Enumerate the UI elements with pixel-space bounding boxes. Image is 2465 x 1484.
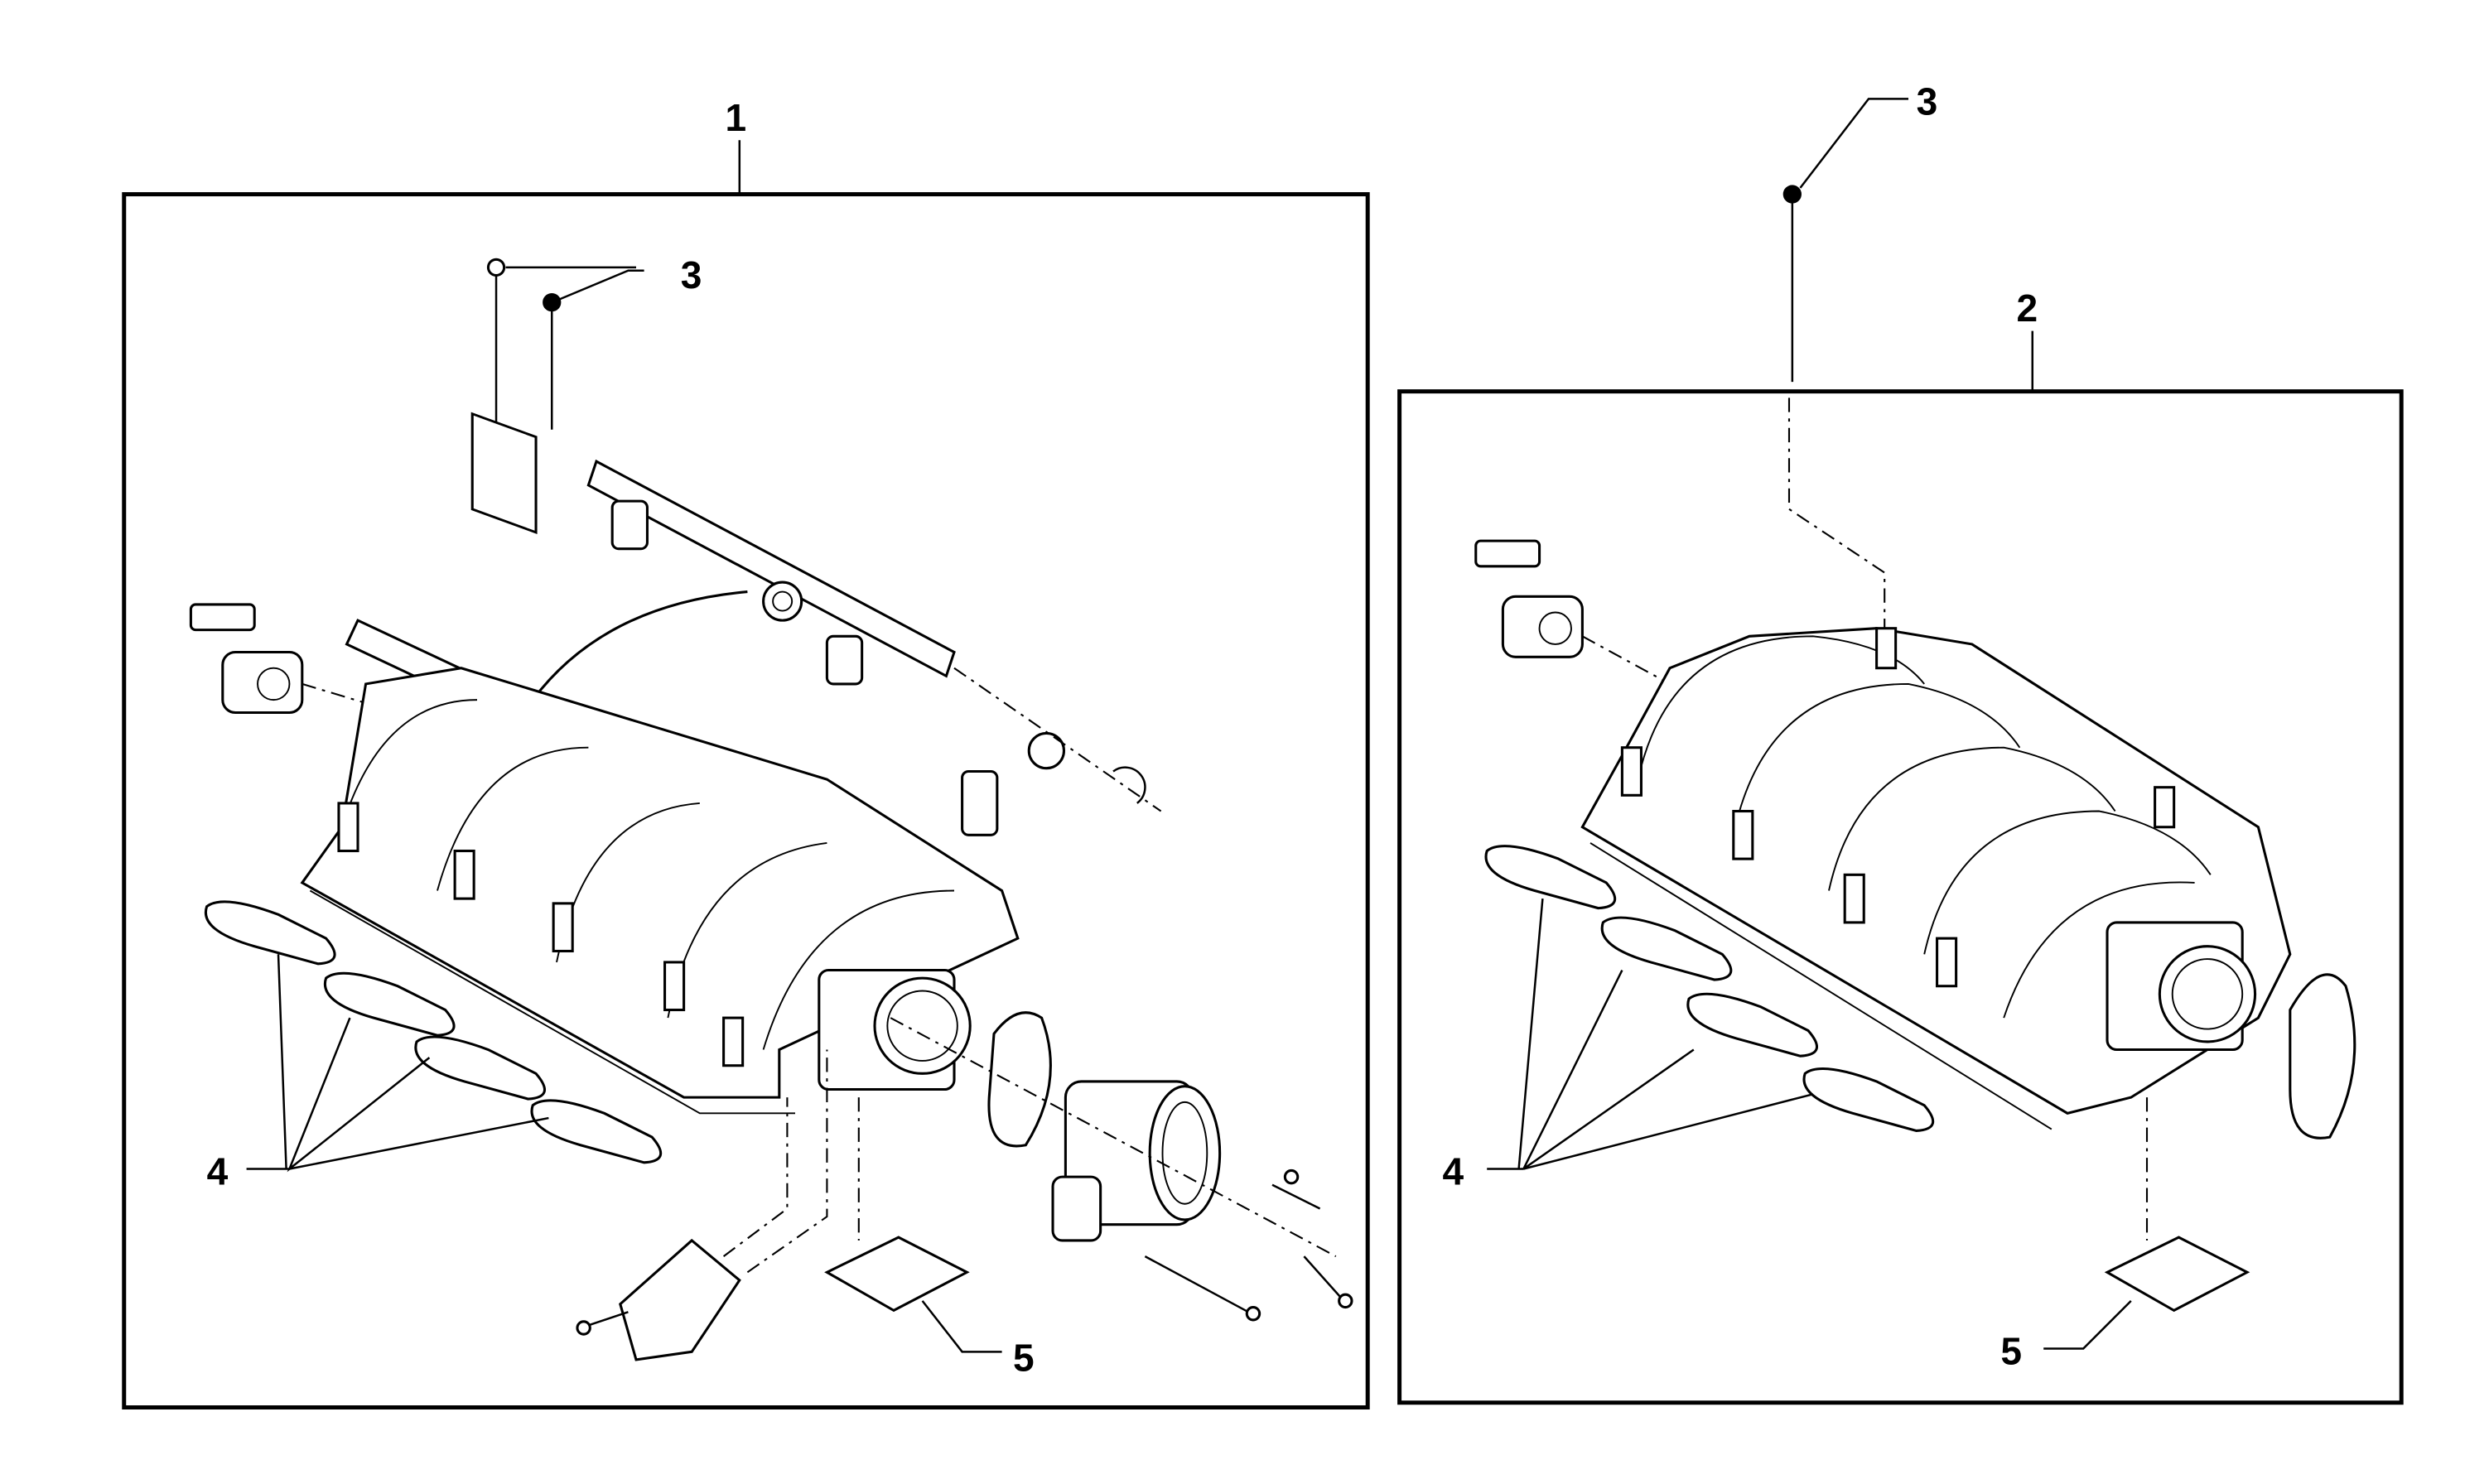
seal-icon xyxy=(824,1236,970,1313)
callout-4-box2: 4 xyxy=(1442,1150,1464,1193)
throttle-body-icon xyxy=(2106,921,2356,1140)
assembly-1-frame xyxy=(122,192,1370,1410)
callout-4-box1: 4 xyxy=(207,1150,229,1193)
map-sensor-icon xyxy=(619,1238,741,1361)
gasket-icon xyxy=(204,900,663,1164)
callout-5-box2: 5 xyxy=(2000,1330,2022,1373)
throttle-body-icon xyxy=(818,968,1222,1242)
assembly-2-frame xyxy=(1397,389,2404,1405)
callout-2: 2 xyxy=(2017,287,2038,330)
assembly-1-panel: 1 3 xyxy=(122,96,1370,1410)
clip-icon xyxy=(1112,766,1146,804)
bolt-icon xyxy=(486,258,562,430)
sensor-icon xyxy=(189,603,304,715)
callout-3-box1: 3 xyxy=(681,253,702,296)
sensor-icon xyxy=(1474,539,1584,658)
callout-3-box2: 3 xyxy=(1917,80,1938,123)
regulator-icon xyxy=(1027,731,1066,770)
callout-5-box1: 5 xyxy=(1013,1336,1035,1379)
bolt-icon xyxy=(1782,185,1802,383)
assembly-2-panel: 2 3 xyxy=(1397,80,2404,1405)
callout-1: 1 xyxy=(726,96,747,139)
seal-icon xyxy=(2104,1236,2250,1313)
gasket-icon xyxy=(1484,845,1935,1132)
